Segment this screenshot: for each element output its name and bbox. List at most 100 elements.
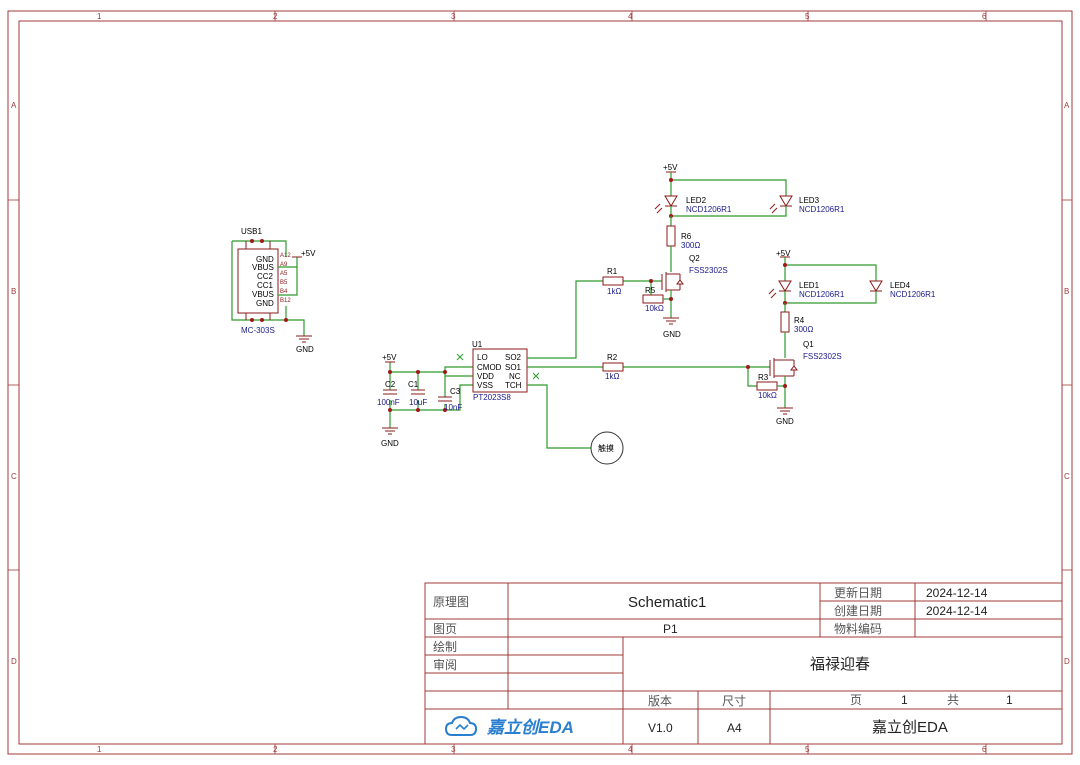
usb1-pinnum-b4: B4	[280, 289, 288, 295]
led1-ref: LED1	[799, 281, 820, 290]
u1-pin-vdd: VDD	[477, 372, 494, 381]
c2-ref: C2	[385, 380, 396, 389]
tb-total-label: 共	[947, 693, 959, 707]
tb-schematic-label: 原理图	[433, 595, 469, 609]
c1-ref: C1	[408, 380, 419, 389]
usb1-pin-vbus-1: VBUS	[252, 263, 274, 272]
usb1-pinnum-a12: A12	[280, 253, 291, 259]
u1-pin-cmod: CMOD	[477, 363, 502, 372]
u1-ref: U1	[472, 340, 483, 349]
usb1-ref: USB1	[241, 227, 262, 236]
touch-pad[interactable]: 触摸	[590, 431, 624, 465]
q2-ref: Q2	[689, 254, 700, 263]
tb-update-date: 2024-12-14	[926, 586, 988, 600]
tb-total: 1	[1006, 693, 1013, 707]
r2-resistor[interactable]: R2 1kΩ	[602, 353, 624, 381]
usb1-pin-cc2: CC2	[257, 272, 274, 281]
r4-value: 300Ω	[794, 325, 813, 334]
u1-pin-so2: SO2	[505, 353, 522, 362]
r1-resistor[interactable]: R1 1kΩ	[602, 267, 624, 296]
sheet-frame: 1 2 3 4 5 6 1 2 3 4 5 6 A B C D A B C D	[7, 10, 1073, 755]
r2-ref: R2	[607, 353, 618, 362]
usb1-pin-gnd-2: GND	[256, 299, 274, 308]
lower-gnd-label: GND	[776, 417, 794, 426]
u1-vcc-label: +5V	[382, 353, 397, 362]
tb-size-label: 尺寸	[722, 694, 746, 708]
jlc-eda-logo: 嘉立创EDA	[444, 715, 574, 737]
upper-vcc-label: +5V	[663, 163, 678, 172]
usb1-gnd-label: GND	[296, 345, 314, 354]
u1-chip-group[interactable]: +5V C2 100nF C1 10uF C3 10nF GND U1 LO C…	[377, 340, 540, 448]
tb-material-code-label: 物料编码	[834, 621, 882, 636]
tb-page-num: 1	[901, 693, 908, 707]
u1-pin-lo: LO	[477, 353, 488, 362]
ruler-col-4-top: 4	[628, 12, 633, 21]
tb-version: V1.0	[648, 721, 673, 735]
ruler-col-2-bottom: 2	[273, 745, 278, 754]
led3-ref: LED3	[799, 196, 820, 205]
ruler-col-3-bottom: 3	[451, 745, 456, 754]
led4-value: NCD1206R1	[890, 290, 936, 299]
ruler-row-c-left: C	[11, 472, 17, 481]
tb-project-title: 福禄迎春	[810, 656, 870, 673]
led1-value: NCD1206R1	[799, 290, 845, 299]
r6-ref: R6	[681, 232, 692, 241]
c3-value: 10nF	[444, 403, 462, 412]
q2-value: FSS2302S	[689, 266, 728, 275]
tb-version-label: 版本	[648, 694, 672, 708]
usb1-pinnum-b12: B12	[280, 298, 291, 304]
usb1-vcc-label: +5V	[301, 249, 316, 258]
tb-company: 嘉立创EDA	[872, 719, 948, 736]
tb-review-label: 审阅	[433, 657, 457, 672]
r4-ref: R4	[794, 316, 805, 325]
led4-ref: LED4	[890, 281, 911, 290]
tb-schematic-name: Schematic1	[628, 594, 706, 611]
tb-create-date-label: 创建日期	[834, 604, 882, 618]
tb-update-date-label: 更新日期	[834, 585, 882, 600]
upper-led-stage[interactable]: +5V LED2 NCD1206R1 LED3 NCD1206R1 R6 300…	[642, 163, 845, 339]
led2-ref: LED2	[686, 196, 707, 205]
usb1-connector[interactable]: USB1 GND VBUS CC2 CC1 VBUS GND A12 A9 A5…	[231, 227, 316, 354]
c1-value: 10uF	[409, 398, 427, 407]
r5-ref: R5	[645, 286, 656, 295]
tb-page-name: P1	[663, 622, 678, 636]
u1-pin-tch: TCH	[505, 381, 522, 390]
u1-value: PT2023S8	[473, 393, 511, 402]
r1-ref: R1	[607, 267, 618, 276]
c3-ref: C3	[450, 387, 461, 396]
usb1-value: MC-303S	[241, 326, 275, 335]
r3-ref: R3	[758, 373, 769, 382]
title-block: 原理图 Schematic1 更新日期 2024-12-14 创建日期 2024…	[424, 582, 1063, 745]
signal-wires	[527, 280, 770, 449]
r2-value: 1kΩ	[605, 372, 619, 381]
r1-value: 1kΩ	[607, 287, 621, 296]
q1-value: FSS2302S	[803, 352, 842, 361]
tb-size: A4	[727, 721, 742, 735]
tb-drawn-label: 绘制	[433, 639, 457, 654]
jlc-eda-logo-text: 嘉立创EDA	[486, 718, 574, 737]
usb1-pinnum-a9: A9	[280, 262, 288, 268]
q1-ref: Q1	[803, 340, 814, 349]
usb1-pin-cc1: CC1	[257, 281, 274, 290]
tb-page-label: 图页	[433, 622, 457, 636]
usb1-pin-vbus-2: VBUS	[252, 290, 274, 299]
ruler-row-d-left: D	[11, 657, 17, 666]
ruler-row-b-left: B	[11, 287, 16, 296]
ruler-col-5-top: 5	[805, 12, 810, 21]
lower-led-stage[interactable]: +5V LED1 NCD1206R1 LED4 NCD1206R1 R4 300…	[746, 249, 936, 426]
usb1-pinnum-b5: B5	[280, 280, 288, 286]
tb-create-date: 2024-12-14	[926, 604, 988, 618]
ruler-col-2-top: 2	[273, 12, 278, 21]
ruler-row-a-right: A	[1064, 101, 1070, 110]
u1-pin-nc: NC	[509, 372, 521, 381]
usb1-pin-gnd-1: GND	[256, 255, 274, 264]
led2-value: NCD1206R1	[686, 205, 732, 214]
lower-vcc-label: +5V	[776, 249, 791, 258]
u1-pin-so1: SO1	[505, 363, 522, 372]
ruler-row-c-right: C	[1064, 472, 1070, 481]
ruler-col-6-top: 6	[982, 12, 987, 21]
r6-value: 300Ω	[681, 241, 700, 250]
r3-value: 10kΩ	[758, 391, 777, 400]
ruler-row-d-right: D	[1064, 657, 1070, 666]
